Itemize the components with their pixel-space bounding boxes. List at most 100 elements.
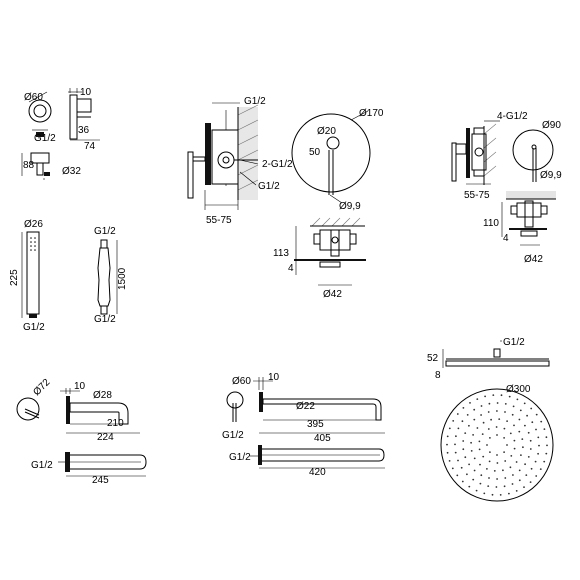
nozzle-dot [504,460,507,462]
diverter-lever-dia-label: Ø9,9 [540,170,562,181]
hand-shower-drawing: Ø26 225 G1/2 [9,219,45,333]
spout-total-top-label: 245 [92,475,109,486]
nozzle-dot [509,466,512,469]
nozzle-dot [481,433,484,435]
nozzle-dot [473,418,476,421]
nozzle-dot [479,463,481,466]
nozzle-dot [476,398,479,400]
arm-flange-w-label: 10 [268,372,280,383]
nozzle-dot [446,435,449,438]
arm-flange-front [226,391,244,409]
arm-flange-dia-label: Ø60 [232,376,251,387]
rain-head-plate-side [445,360,550,367]
nozzle-dot [464,456,467,459]
diverter-front-drawing: Ø90 Ø9,9 [512,120,562,182]
mixer-box-height-label: 113 [273,248,289,259]
mixer-depth-label: 55-75 [206,215,232,226]
rain-head-height-label: 52 [427,353,439,364]
diverter-plate-dia-label: Ø90 [542,120,561,131]
mixer-box-body [319,229,351,251]
arm-thread-top-label: G1/2 [229,452,251,463]
spout-flange-front [16,397,40,421]
nozzle-dot [486,468,488,470]
nozzle-dot [493,470,496,472]
nozzle-dot [537,436,540,439]
arm-top-body [262,448,385,462]
holder-thread-label: G1/2 [34,133,56,144]
nozzle-dot [446,451,449,454]
nozzle-dot [461,480,464,483]
mixer-lever [187,151,194,199]
mixer-thread-mid-label: 2-G1/2 [262,159,293,170]
nozzle-dot [468,424,470,427]
mixer-valve [217,151,235,169]
rain-head-plate-top [440,388,554,502]
nozzle-dot [535,413,538,416]
nozzle-dot [480,405,483,407]
rain-head-connector [493,348,501,358]
holder-flange-inner [33,104,47,118]
holder-reach-label: 74 [84,141,96,152]
nozzle-dot [515,461,518,463]
spout-flange-dia-label: Ø72 [31,377,52,398]
holder-wall-plate [69,94,78,140]
mixer-body-box [211,129,239,185]
spout-thread-label: G1/2 [31,460,53,471]
mixer-box-hatch [311,217,361,227]
nozzle-dot [473,469,476,472]
nozzle-dot [480,414,482,416]
nozzle-dot [482,455,485,458]
nozzle-dot [466,473,468,476]
nozzle-dot [527,431,530,434]
rain-head-drawing: G1/2 52 8 Ø300 [427,337,554,502]
rain-head-nozzles [446,394,548,496]
nozzle-dot [456,474,459,477]
mixer-front-drawing: Ø170 Ø20 50 Ø9,9 [291,108,384,212]
spout-total-label: 224 [97,432,114,443]
nozzle-dot [529,481,532,483]
nozzle-dot [488,402,491,405]
nozzle-dot [519,409,522,412]
nozzle-dot [473,457,476,460]
mixer-lever-dia-label: Ø9,9 [339,201,361,212]
nozzle-dot [472,434,474,436]
diverter-depth-label: 55-75 [464,190,490,201]
nozzle-dot [511,413,514,416]
nozzle-dot [487,485,490,487]
nozzle-dot [504,403,507,405]
nozzle-dot [462,440,465,442]
nozzle-dot [546,444,548,447]
nozzle-dot [470,450,473,452]
nozzle-dot [454,443,456,446]
mixer-plate-dia-label: Ø170 [359,108,384,119]
diverter-lever [451,142,457,182]
holder-height-label: 88 [23,160,35,171]
nozzle-dot [488,477,490,479]
nozzle-dot [524,424,526,427]
arm-thread-label: G1/2 [222,430,244,441]
nozzle-dot [457,459,459,462]
mixer-front-knob [326,136,340,150]
hand-shower-length-label: 225 [9,269,20,286]
mixer-box-drawing: 113 4 Ø42 [273,217,366,300]
nozzle-dot [462,448,465,451]
nozzle-dot [461,420,464,423]
nozzle-dot [523,402,526,405]
nozzle-dot [503,427,506,430]
nozzle-dot [475,489,478,492]
nozzle-dot [456,413,459,415]
hand-shower-holder-drawing: Ø60 10 36 74 G1/2 88 Ø32 [21,87,100,180]
nozzle-dot [486,444,488,446]
nozzle-dot [508,492,510,495]
nozzle-dot [448,427,451,430]
nozzle-dot [516,398,519,401]
nozzle-dot [513,439,516,442]
nozzle-dot [504,477,507,479]
nozzle-dot [540,420,543,423]
nozzle-dot [491,493,494,496]
nozzle-dot [502,469,504,472]
nozzle-dot [469,402,471,404]
arm-pipe-dia-label: Ø22 [296,401,315,412]
hand-shower-spray-holes [30,237,36,251]
nozzle-dot [538,444,540,447]
